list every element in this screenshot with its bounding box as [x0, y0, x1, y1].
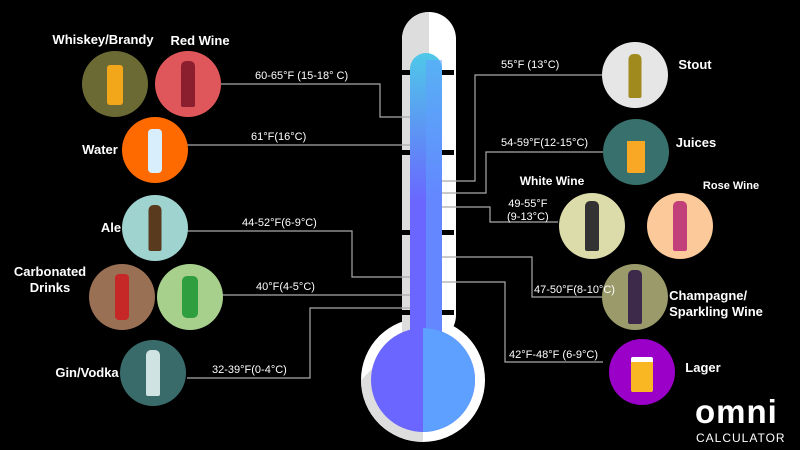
label-water: Water	[82, 142, 118, 157]
label-lager: Lager	[685, 360, 721, 375]
temp-stout: 55°F (13°C)	[501, 59, 560, 71]
temp-red-wine: 60-65°F (15-18° C)	[255, 70, 349, 82]
label-ale: Ale	[100, 220, 122, 235]
rose-wine-icon	[647, 193, 713, 259]
white-wine-icon	[559, 193, 625, 259]
label-juices: Juices	[675, 135, 717, 150]
label-gin-vodka: Gin/Vodka	[55, 365, 119, 380]
temp-champagne: 47-50°F(8-10°C)	[534, 284, 615, 296]
stout-icon	[602, 42, 668, 108]
temp-gin-vodka: 32-39°F(0-4°C)	[212, 364, 287, 376]
label-champagne: Champagne/Sparkling Wine	[669, 288, 763, 319]
juice-icon	[603, 119, 669, 185]
champagne-icon	[602, 264, 668, 330]
temp-water: 61°F(16°C)	[251, 131, 307, 143]
connector-lines	[186, 74, 605, 379]
thermometer	[361, 12, 485, 442]
water-icon	[122, 117, 188, 183]
temp-white-wine: 49-55°F(9-13°C)	[507, 198, 549, 223]
temp-juices: 54-59°F(12-15°C)	[501, 137, 589, 149]
temp-ale: 44-52°F(6-9°C)	[242, 217, 317, 229]
label-white-wine: White Wine	[519, 174, 585, 188]
label-whiskey: Whiskey/Brandy	[52, 32, 154, 47]
gin-vodka-icon	[120, 340, 186, 406]
whiskey-icon	[82, 51, 148, 117]
ale-icon	[122, 195, 188, 261]
label-rose-wine: Rose Wine	[702, 180, 760, 192]
lager-icon	[609, 339, 675, 405]
label-stout: Stout	[678, 57, 712, 72]
red-wine-icon	[155, 51, 221, 117]
temp-lager: 42°F-48°F (6-9°C)	[509, 349, 598, 361]
cola-icon	[89, 264, 155, 330]
soda-icon	[157, 264, 223, 330]
omni-logo: omni	[695, 393, 778, 430]
temp-soda: 40°F(4-5°C)	[256, 281, 315, 293]
label-red-wine: Red Wine	[170, 33, 230, 48]
omni-logo-subtitle: CALCULATOR	[696, 431, 786, 445]
